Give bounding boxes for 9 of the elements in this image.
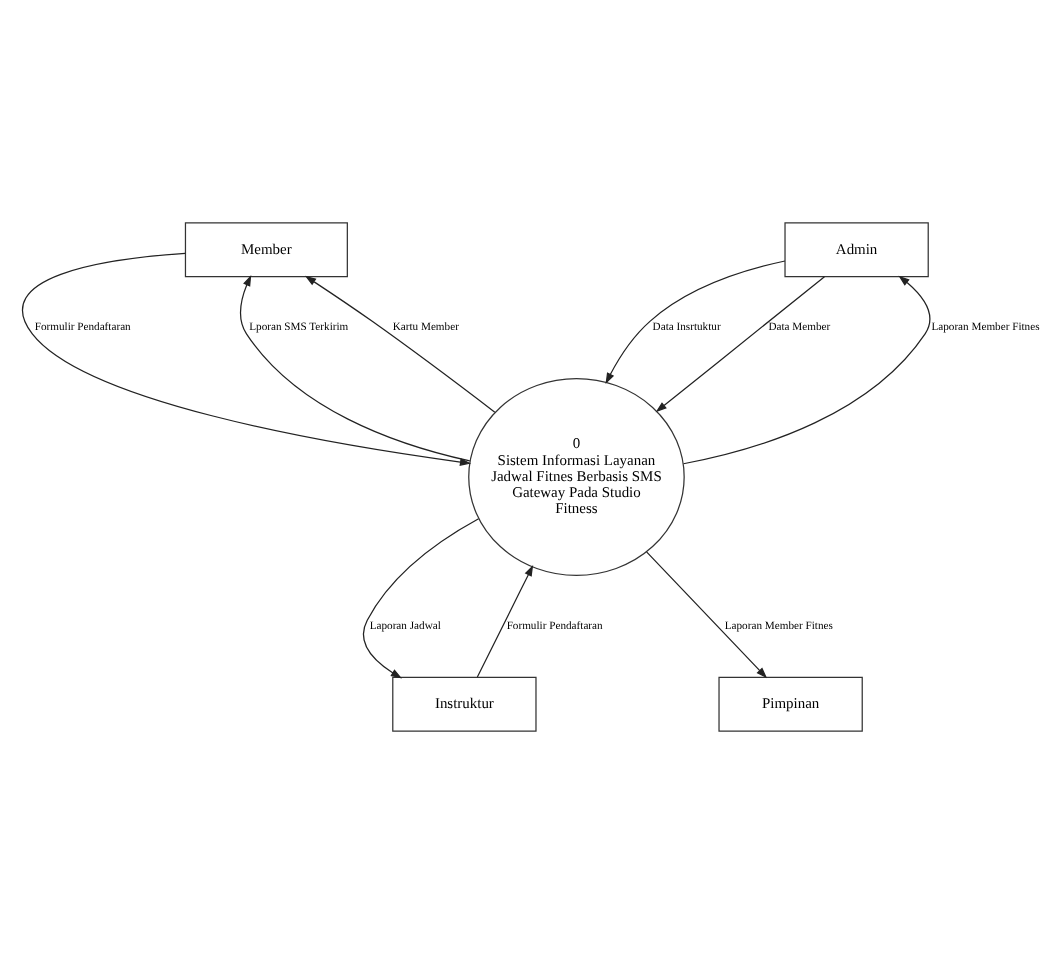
arrow <box>655 276 826 413</box>
arrow <box>682 275 931 465</box>
arrow <box>362 518 480 679</box>
arrow <box>304 275 496 413</box>
arrow <box>21 252 472 466</box>
arrow <box>476 565 534 678</box>
arrow <box>645 551 768 679</box>
arrow <box>605 260 786 385</box>
arrow <box>239 274 471 462</box>
